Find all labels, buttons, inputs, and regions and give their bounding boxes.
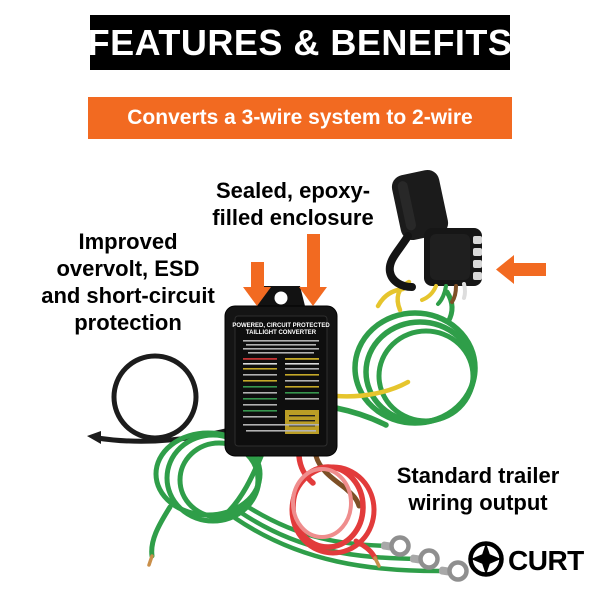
mounting-hole [274, 291, 288, 305]
callout-improved-line1: Improved [78, 229, 178, 254]
features-benefits-banner: FEATURES & BENEFITS [87, 15, 513, 70]
arrow-left-connector [496, 255, 546, 284]
subbanner-text: Converts a 3-wire system to 2-wire [127, 106, 473, 129]
ring-terminal [418, 548, 440, 570]
converter-box: POWERED, CIRCUIT PROTECTED TAILLIGHT CON… [224, 286, 338, 457]
connector-assembly [385, 169, 482, 306]
label-fine-print [243, 340, 319, 434]
box-label-title-line2: TAILLIGHT CONVERTER [246, 330, 317, 336]
black-wire-tip [87, 431, 101, 444]
dust-cap [391, 169, 449, 241]
callout-improved-line3: and short-circuit [41, 283, 215, 308]
green-wire-left-coil [147, 430, 451, 574]
green-wire-right-coil [333, 289, 478, 428]
callout-sealed-line2: filled enclosure [212, 205, 374, 230]
connector-pigtail-wires [420, 282, 467, 306]
connector-pins [473, 236, 482, 280]
callout-wiring-output: Standard trailer wiring output [378, 462, 578, 516]
arrow-down-sealed [299, 234, 327, 306]
curt-logo-text: CURT [508, 545, 584, 576]
pink-wire-strand [291, 467, 353, 539]
curt-logo: CURT [468, 541, 585, 577]
callout-improved-protection: Improved overvolt, ESD and short-circuit… [28, 228, 228, 336]
converts-subbanner: Converts a 3-wire system to 2-wire [88, 97, 512, 139]
ring-terminals [380, 535, 469, 582]
curt-logo-icon [468, 541, 504, 577]
ring-terminal [447, 560, 469, 582]
bare-wire-tip [373, 556, 381, 568]
callout-output-line1: Standard trailer [396, 463, 560, 488]
callout-improved-line4: protection [74, 310, 182, 335]
callout-sealed-line1: Sealed, epoxy- [215, 178, 371, 203]
ring-terminal [389, 535, 411, 557]
arrow-down-improved [243, 262, 271, 306]
box-label-title-line1: POWERED, CIRCUIT PROTECTED [232, 323, 330, 329]
callout-output-line2: wiring output [408, 490, 548, 515]
bare-wire-tip [147, 554, 154, 567]
callout-improved-line2: overvolt, ESD [56, 256, 200, 281]
callout-sealed-enclosure: Sealed, epoxy- filled enclosure [193, 177, 393, 231]
red-wire-coil [289, 453, 381, 568]
banner-title: FEATURES & BENEFITS [87, 21, 513, 63]
cap-strap [385, 232, 416, 291]
